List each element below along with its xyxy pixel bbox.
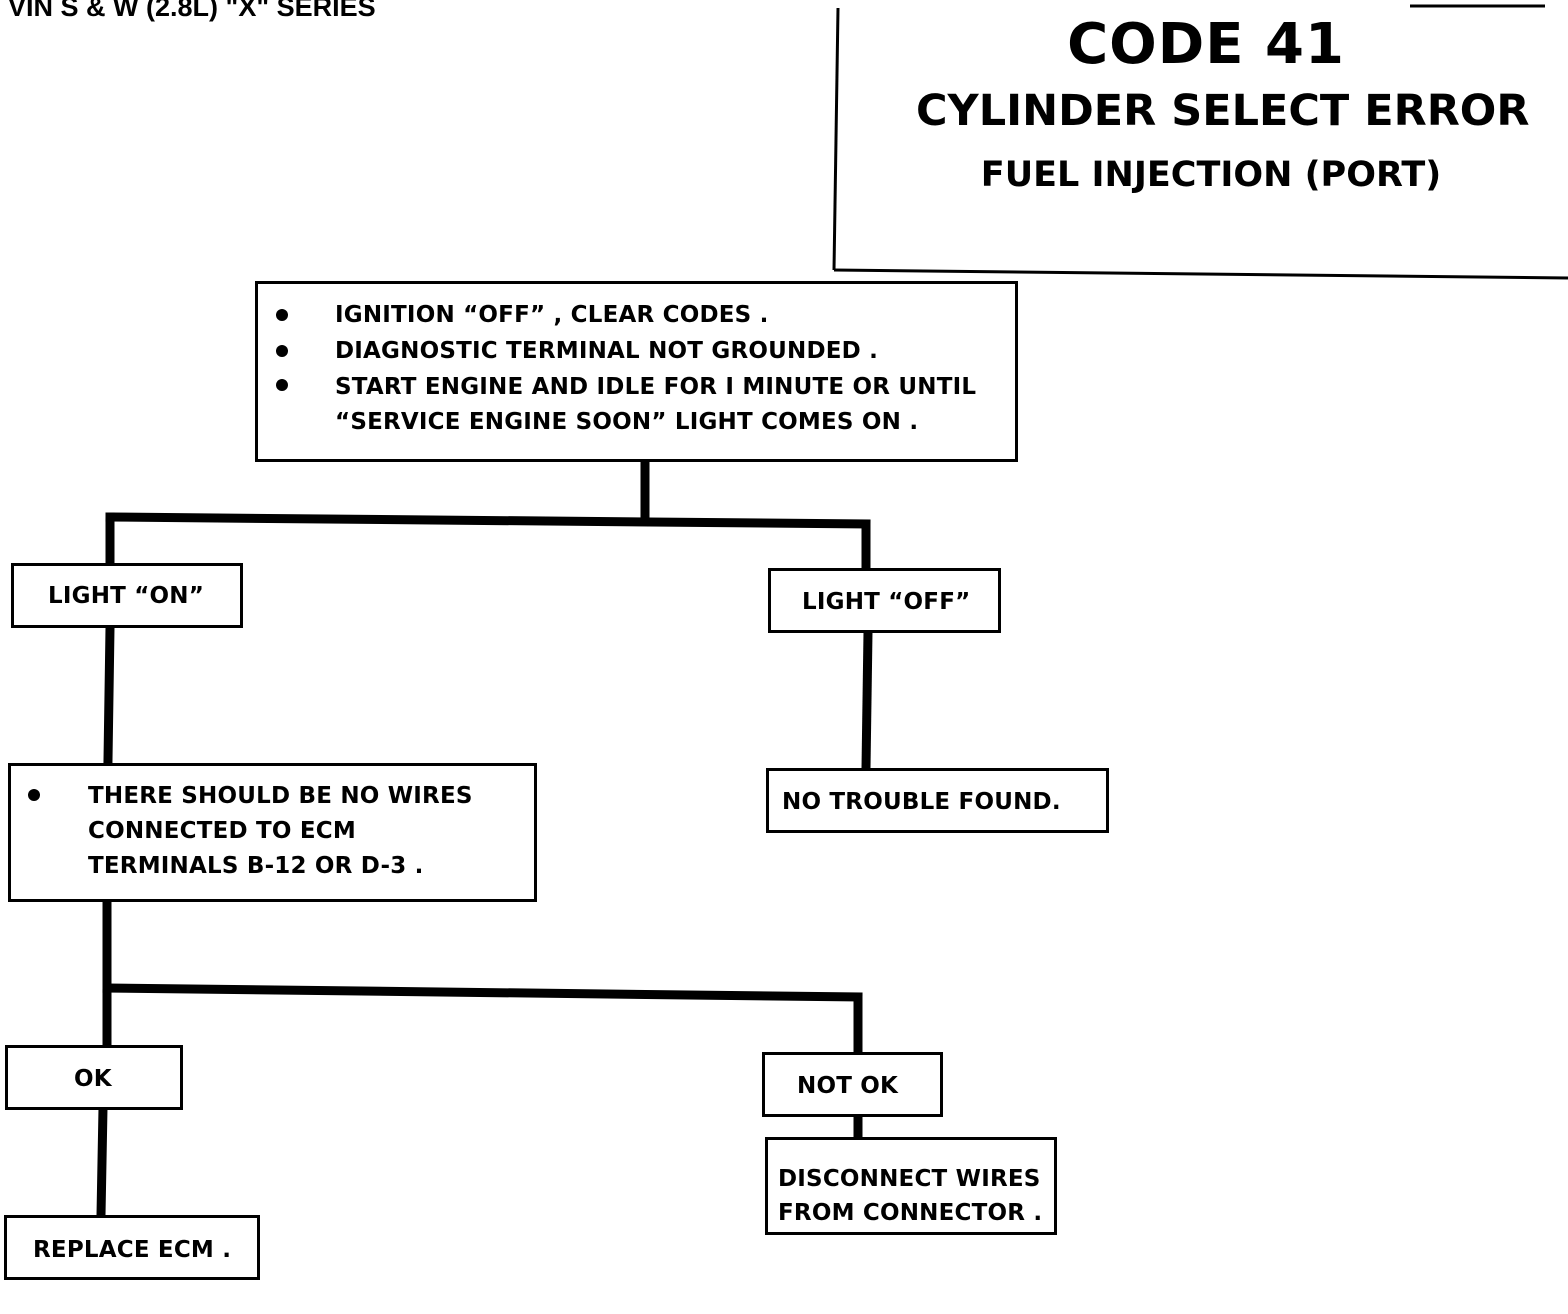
initial-step-item: DIAGNOSTIC TERMINAL NOT GROUNDED . [335,338,879,364]
code-title: CODE 41 [1067,12,1345,77]
error-title: CYLINDER SELECT ERROR [916,86,1530,136]
check-wires-line: CONNECTED TO ECM [88,818,356,844]
initial-step-item: START ENGINE AND IDLE FOR I MINUTE OR UN… [335,374,977,400]
ok-label: OK [74,1066,112,1092]
vin-series-header: VIN S & W (2.8L) "X" SERIES [8,0,376,22]
no-trouble-box: NO TROUBLE FOUND. [766,768,1109,833]
light-on-label: LIGHT “ON” [48,583,205,609]
disconnect-line: DISCONNECT WIRES [778,1166,1041,1192]
initial-step-item: IGNITION “OFF” , CLEAR CODES . [335,302,769,328]
system-title: FUEL INJECTION (PORT) [980,155,1442,195]
connector-branch-1 [105,512,871,529]
title-block-left-border [832,7,840,271]
light-off-box: LIGHT “OFF” [768,568,1001,633]
ok-box: OK [5,1045,183,1110]
bullet-icon [28,789,40,801]
not-ok-box: NOT OK [762,1052,943,1117]
replace-ecm-label: REPLACE ECM . [33,1237,232,1263]
light-on-box: LIGHT “ON” [11,563,243,628]
check-wires-box: THERE SHOULD BE NO WIRES CONNECTED TO EC… [8,763,537,902]
disconnect-box: DISCONNECT WIRES FROM CONNECTOR . [765,1137,1057,1235]
connector-branch-2 [102,983,863,1002]
replace-ecm-box: REPLACE ECM . [4,1215,260,1280]
disconnect-line: FROM CONNECTOR . [778,1200,1043,1226]
bullet-icon [276,309,288,321]
initial-step-item: “SERVICE ENGINE SOON” LIGHT COMES ON . [335,409,919,435]
bullet-icon [276,345,288,357]
not-ok-label: NOT OK [797,1073,899,1099]
check-wires-line: TERMINALS B-12 OR D-3 . [88,853,424,879]
check-wires-line: THERE SHOULD BE NO WIRES [88,783,473,809]
connector-light-off-down [861,627,873,773]
initial-step-box: IGNITION “OFF” , CLEAR CODES . DIAGNOSTI… [255,281,1018,462]
light-off-label: LIGHT “OFF” [802,589,971,615]
connector-light-on-down [103,623,115,765]
bullet-icon [276,379,288,391]
title-block-bottom-border [833,268,1568,280]
title-block: CODE 41 CYLINDER SELECT ERROR FUEL INJEC… [836,0,1568,272]
connector-ok-down [96,1103,108,1220]
no-trouble-label: NO TROUBLE FOUND. [782,789,1061,815]
